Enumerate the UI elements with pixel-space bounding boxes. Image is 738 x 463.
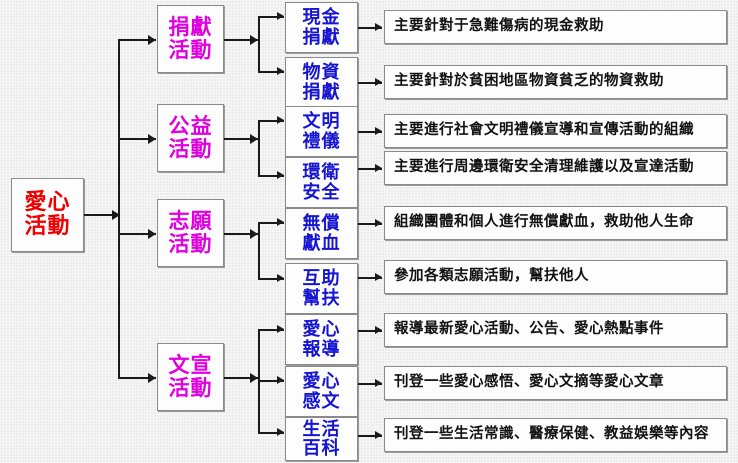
- arrowhead-level2-1: [148, 35, 156, 45]
- arrowhead-level2-2-out: [250, 134, 258, 144]
- connector-trunk-to-level2-2: [118, 138, 156, 140]
- connector-level3-8-to-desc: [358, 383, 382, 385]
- arrowhead-desc-5: [375, 219, 382, 227]
- arrowhead-level2-2: [148, 134, 156, 144]
- arrowhead-level2-3-out: [250, 229, 258, 239]
- description-box-3[interactable]: 主要進行社會文明禮儀宣導和宣傳活動的組織: [384, 114, 727, 148]
- arrowhead-g1-child1: [277, 12, 284, 20]
- connector-level3-9-to-desc: [358, 435, 382, 437]
- connector-g1-to-child1: [258, 16, 284, 18]
- arrowhead-g3-child1: [277, 218, 284, 226]
- connector-level3-7-to-desc: [358, 330, 382, 332]
- connector-level3-4-to-desc: [358, 168, 382, 170]
- level2-node-zhiyuan-huodong[interactable]: 志願 活動: [157, 199, 224, 267]
- connector-g3-to-child2: [258, 278, 284, 280]
- connector-level2-2-out: [224, 138, 258, 140]
- connector-g4-to-child2: [258, 380, 284, 382]
- arrowhead-level2-4-out: [250, 373, 258, 383]
- level3-node-xianjin-juanxian[interactable]: 現金 捐獻: [285, 2, 358, 53]
- level2-node-gongyi-huodong[interactable]: 公益 活動: [157, 104, 224, 172]
- arrowhead-desc-7: [375, 326, 382, 334]
- connector-g1-to-child2: [258, 71, 284, 73]
- connector-trunk-to-level2-1: [118, 39, 156, 41]
- level3-node-wenming-liyi[interactable]: 文明 禮儀: [285, 106, 358, 157]
- level3-node-wuchang-xianxue[interactable]: 無償 獻血: [285, 208, 358, 259]
- level3-node-shenghuo-baike[interactable]: 生活 百科: [285, 417, 358, 461]
- description-box-4[interactable]: 主要進行周邊環衛安全清理維護以及宣達活動: [384, 151, 727, 185]
- arrowhead-desc-1: [375, 23, 382, 31]
- connector-trunk-to-level2-3: [118, 233, 156, 235]
- connector-g3-to-child1: [258, 222, 284, 224]
- connector-g4-to-child3: [258, 432, 284, 434]
- root-node-aixin-huodong[interactable]: 愛心 活動: [11, 178, 84, 252]
- arrowhead-g4-child3: [277, 428, 284, 436]
- connector-level3-3-to-desc: [358, 131, 382, 133]
- level3-node-aixin-ganwen[interactable]: 愛心 感文: [285, 366, 358, 417]
- connector-level3-6-to-desc: [358, 277, 382, 279]
- arrowhead-desc-8: [375, 379, 382, 387]
- splitter-group1: [258, 16, 260, 71]
- level3-node-huzhu-bangfu[interactable]: 互助 幫扶: [285, 263, 358, 314]
- arrowhead-desc-4: [375, 164, 382, 172]
- splitter-group3: [258, 222, 260, 278]
- connector-level3-2-to-desc: [358, 82, 382, 84]
- connector-g2-to-child1: [258, 120, 284, 122]
- connector-level2-3-out: [224, 233, 258, 235]
- description-box-2[interactable]: 主要針對於貧困地區物資貧乏的物資救助: [384, 65, 727, 99]
- splitter-group2: [258, 120, 260, 175]
- description-box-5[interactable]: 組織團體和個人進行無償獻血，救助他人生命: [384, 206, 727, 240]
- connector-level3-5-to-desc: [358, 223, 382, 225]
- connector-trunk-to-level2-4: [118, 377, 156, 379]
- description-box-8[interactable]: 刊登一些愛心感悟、愛心文摘等愛心文章: [384, 366, 727, 400]
- connector-level2-1-out: [224, 39, 258, 41]
- arrowhead-g4-child1: [277, 325, 284, 333]
- arrowhead-level2-1-out: [250, 35, 258, 45]
- arrowhead-g3-child2: [277, 274, 284, 282]
- connector-g4-to-child1: [258, 329, 284, 331]
- connector-level3-1-to-desc: [358, 27, 382, 29]
- level2-node-wenxuan-huodong[interactable]: 文宣 活動: [157, 343, 224, 411]
- arrowhead-desc-2: [375, 78, 382, 86]
- connector-g2-to-child2: [258, 175, 284, 177]
- level3-node-aixin-baodao[interactable]: 愛心 報導: [285, 314, 358, 365]
- arrowhead-g4-child2: [277, 376, 284, 384]
- arrowhead-desc-9: [375, 431, 382, 439]
- arrowhead-g2-child2: [277, 171, 284, 179]
- arrowhead-level2-4: [148, 373, 156, 383]
- trunk-vertical-line: [118, 39, 120, 377]
- description-box-1[interactable]: 主要針對于急難傷病的現金救助: [384, 10, 727, 44]
- description-box-7[interactable]: 報導最新愛心活動、公告、愛心熱點事件: [384, 313, 727, 347]
- arrowhead-level2-3: [148, 229, 156, 239]
- level3-node-huanwei-anquan[interactable]: 環衛 安全: [285, 157, 358, 208]
- description-box-9[interactable]: 刊登一些生活常識、醫療保健、教益娛樂等內容: [384, 418, 727, 452]
- level2-node-juanxian-huodong[interactable]: 捐獻 活動: [157, 5, 224, 73]
- connector-root-to-trunk: [84, 214, 120, 216]
- arrowhead-g1-child2: [277, 67, 284, 75]
- arrowhead-root-trunk: [112, 210, 120, 220]
- connector-level2-4-out: [224, 377, 258, 379]
- level3-node-wuzi-juanxian[interactable]: 物資 捐獻: [285, 57, 358, 108]
- arrowhead-desc-6: [375, 273, 382, 281]
- description-box-6[interactable]: 參加各類志願活動，幫扶他人: [384, 260, 727, 294]
- arrowhead-desc-3: [375, 127, 382, 135]
- arrowhead-g2-child1: [277, 116, 284, 124]
